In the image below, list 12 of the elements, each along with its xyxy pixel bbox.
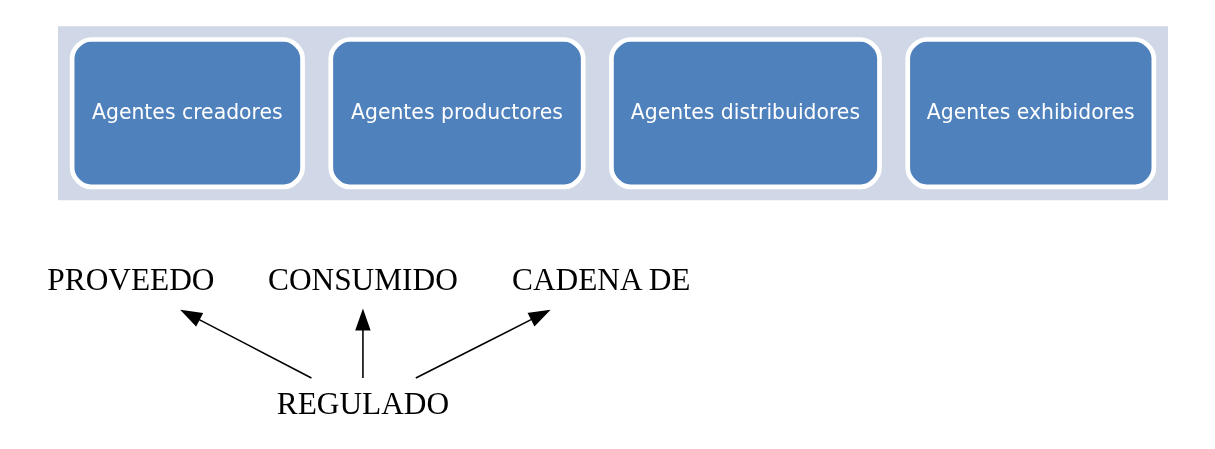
node-box: Agentes exhibidores [905, 37, 1157, 190]
cluster [58, 26, 1168, 201]
node-box: Agentes distribuidores [609, 37, 882, 190]
node-box: Agentes creadores [69, 37, 305, 190]
node-text: PROVEEDO [47, 262, 215, 298]
node-text: REGULADO [276, 386, 450, 422]
node-text: CADENA DE [511, 262, 691, 298]
arrow [355, 308, 371, 379]
node-box: Agentes productores [328, 37, 586, 190]
node-text: CONSUMIDO [268, 262, 458, 298]
arrow [180, 309, 313, 379]
arrow [415, 309, 551, 379]
